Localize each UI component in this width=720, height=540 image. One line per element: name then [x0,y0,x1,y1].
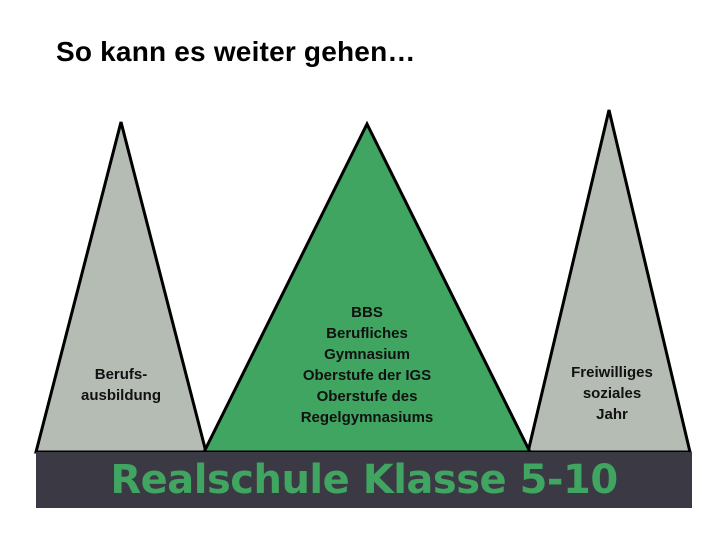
slide-title: So kann es weiter gehen… [56,36,416,67]
label-line: Berufliches [326,325,408,342]
label-line: ausbildung [81,387,161,404]
label-line: Jahr [596,406,628,423]
label-line: Regelgymnasiums [300,409,434,426]
label-line: Freiwilliges [571,364,653,381]
base-label: Realschule Klasse 5-10 [110,457,618,503]
peak-center-label: BBS Berufliches Gymnasium Oberstufe der … [267,302,467,428]
peak-right-label: Freiwilliges soziales Jahr [552,362,672,425]
label-line: BBS [351,304,383,321]
label-line: soziales [582,385,642,402]
label-line: Berufs- [94,366,148,383]
label-line: Gymnasium [324,346,410,363]
base-bar [36,452,692,508]
label-line: Oberstufe des [316,388,418,405]
peak-left-label: Berufs- ausbildung [61,364,181,406]
label-line: Oberstufe der IGS [302,367,432,384]
